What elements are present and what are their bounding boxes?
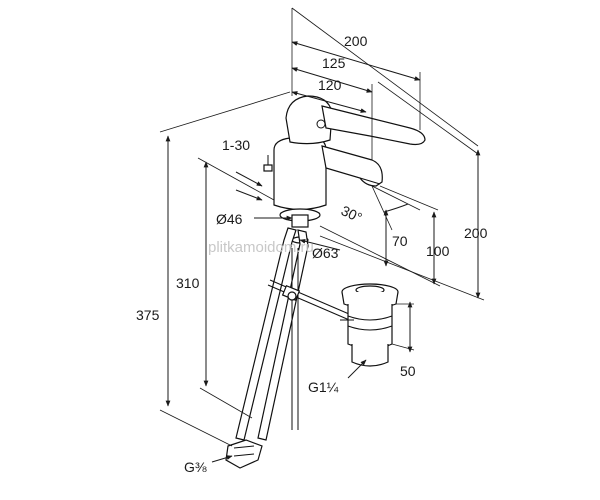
faucet-body [263,95,426,244]
dim-1-30-label: 1-30 [222,137,250,153]
dim-375-label: 375 [136,307,160,323]
watermark: plitkamoidom.ru [208,239,314,256]
dim-d63-label: Ø63 [312,245,339,261]
supply-hoses [225,227,309,469]
dim-70-label: 70 [392,233,408,249]
tailpiece-rod [291,248,299,430]
dim-30deg-label: 30° [339,202,365,225]
dim-d46-label: Ø46 [216,211,243,227]
dim-200-top-label: 200 [344,33,368,49]
drain-waste [340,283,399,367]
dimension-lines [159,7,485,463]
dim-120-label: 120 [318,77,342,93]
dim-125-label: 125 [322,55,346,71]
thread-g114-label: G1¼ [308,379,339,395]
thread-g38-label: G⅜ [184,459,207,475]
dim-310-label: 310 [176,275,200,291]
dim-200-right-label: 200 [464,225,488,241]
dim-50-label: 50 [400,363,416,379]
dim-100-label: 100 [426,243,450,259]
popup-linkage [267,279,357,323]
